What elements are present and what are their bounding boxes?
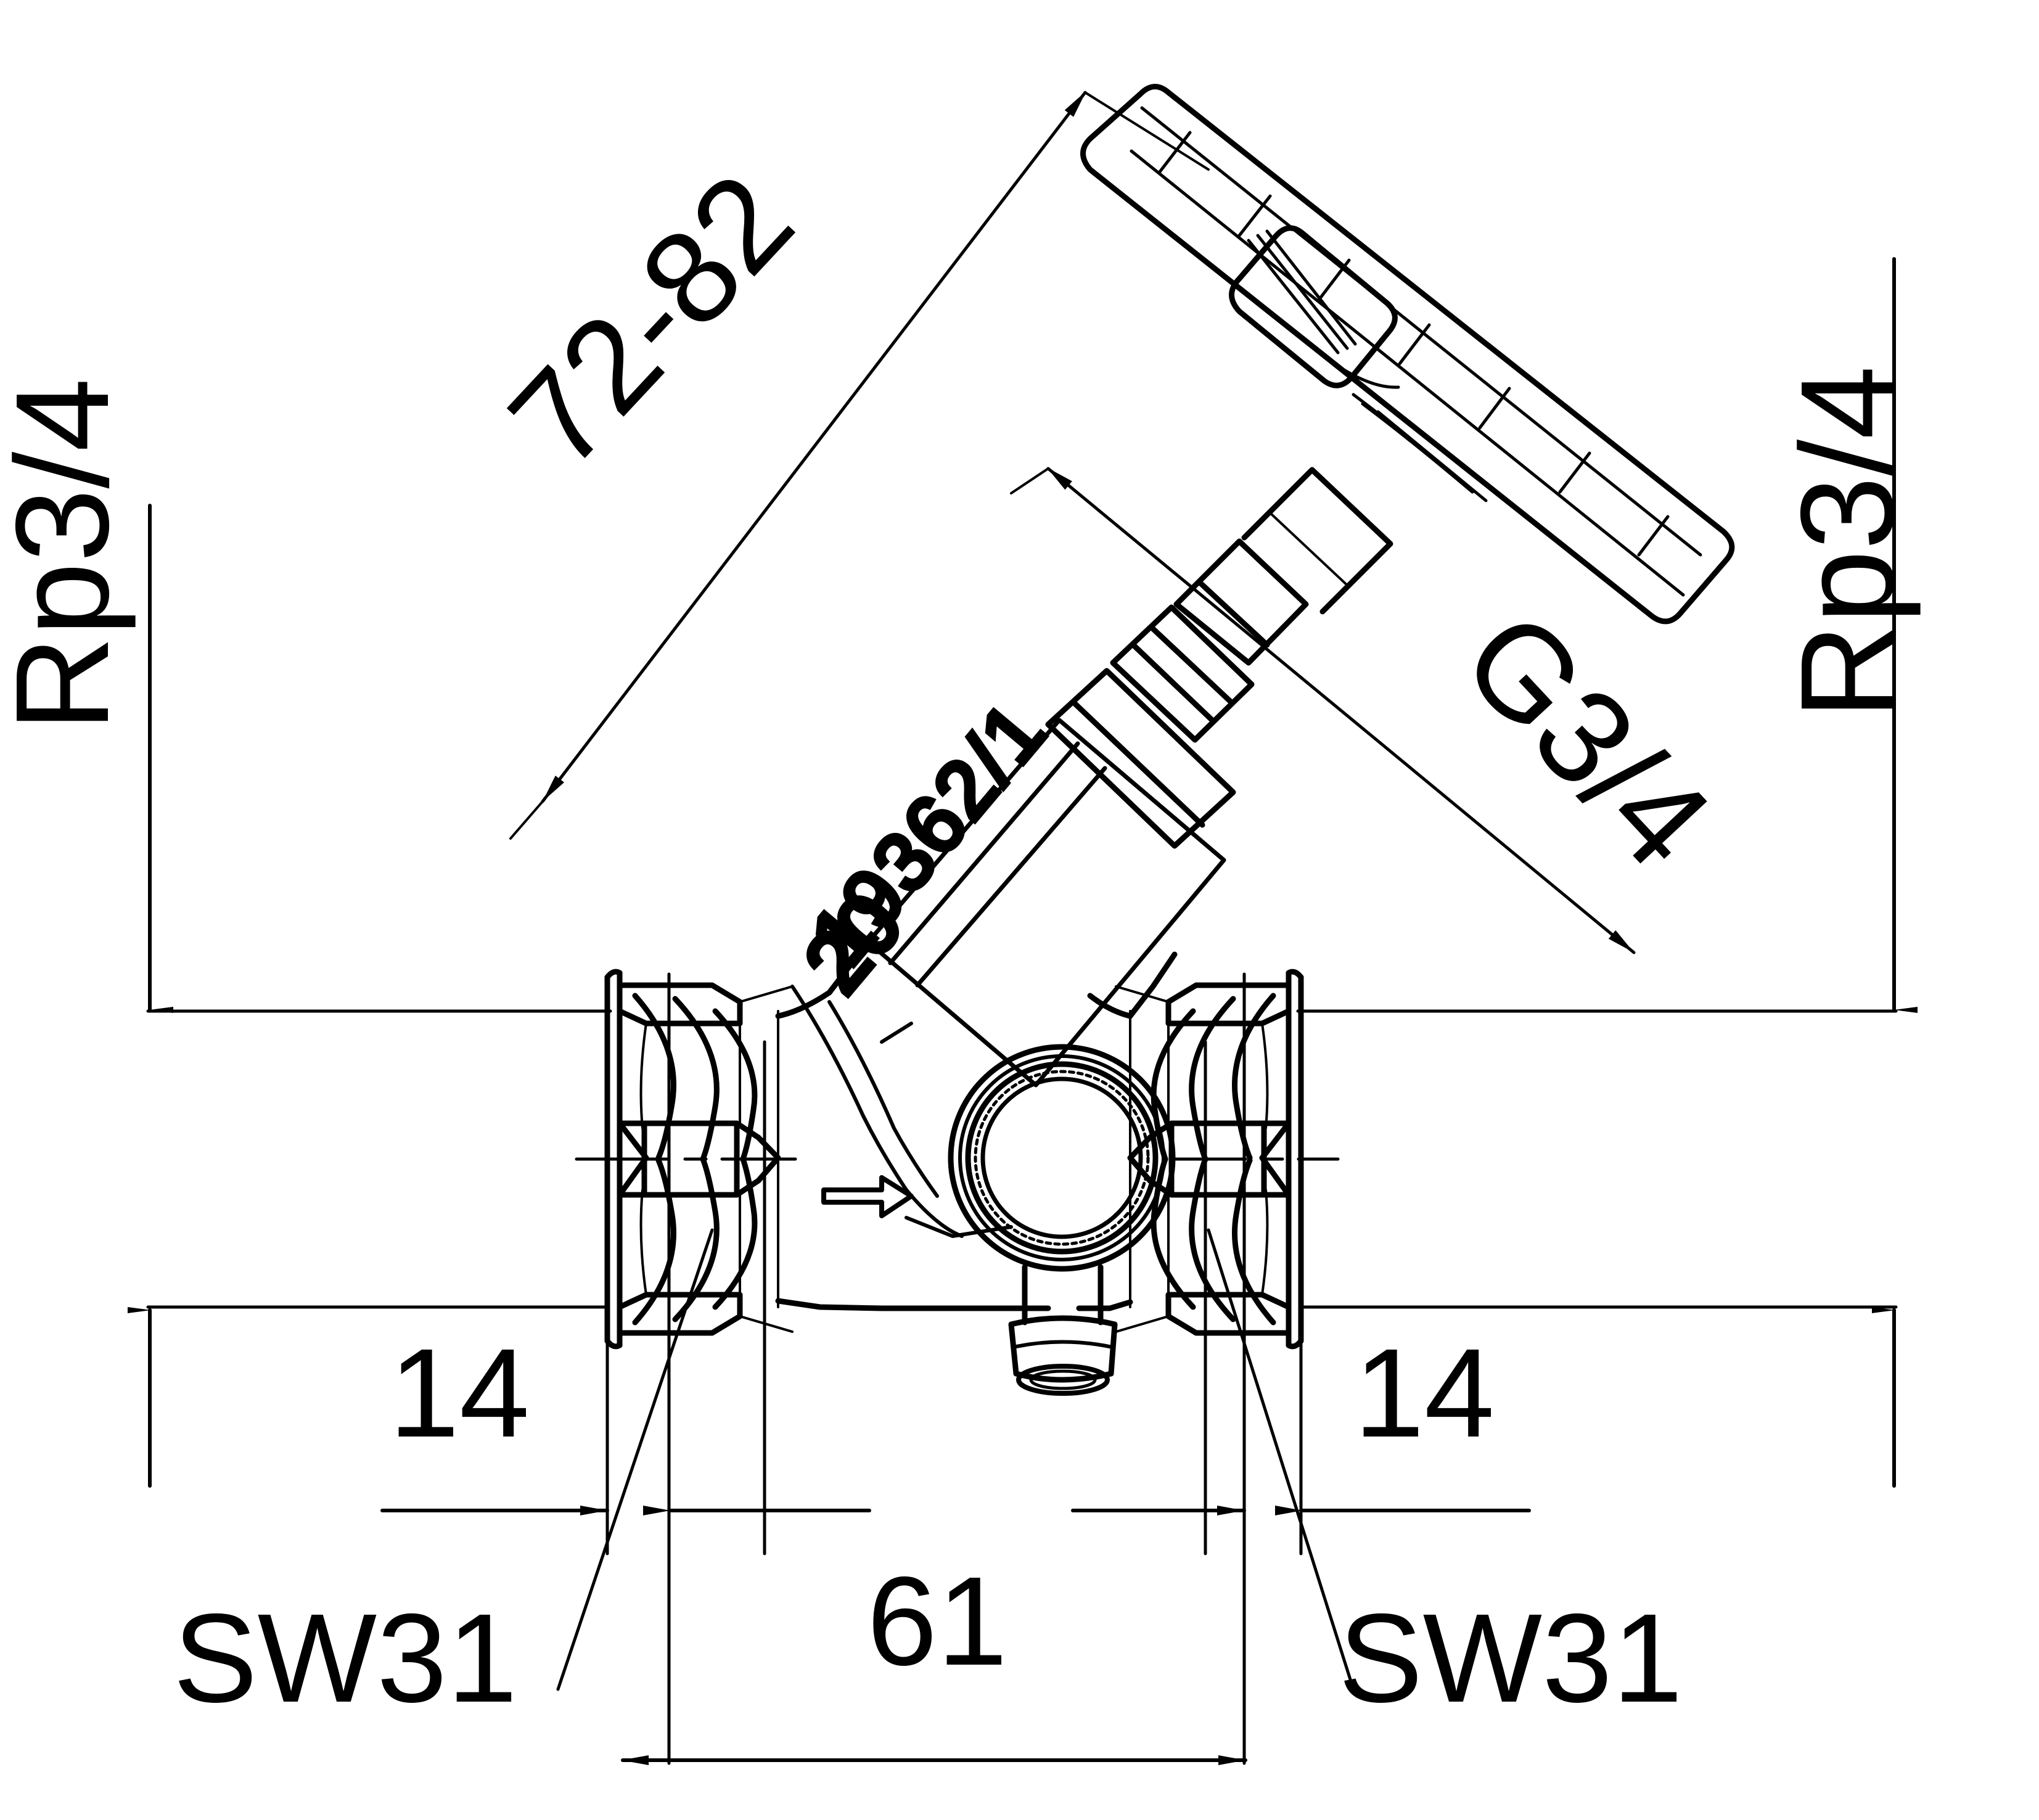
right-port-thin-detail — [1115, 985, 1269, 1333]
label-14-left: 14 — [389, 1322, 530, 1464]
drain-port-assembly — [948, 1044, 1176, 1396]
label-14-right: 14 — [1354, 1322, 1495, 1464]
bonnet-assembly — [1045, 467, 1393, 849]
label-sw31-left: SW31 — [173, 1588, 517, 1729]
dimension-g34 — [1010, 467, 1636, 954]
label-61: 61 — [867, 1551, 1007, 1692]
valve-body-internal — [790, 985, 1013, 1238]
handwheel-lever — [1080, 84, 1735, 625]
dimension-72-82 — [509, 91, 1210, 840]
valve-body-shell — [775, 937, 1178, 1311]
flow-direction-arrow — [821, 1175, 914, 1218]
body-marking-face — [866, 718, 1226, 1088]
label-rp34-left: Rp3/4 — [0, 378, 136, 732]
left-port-thin-detail — [639, 985, 794, 1333]
left-port-assembly — [604, 969, 781, 1350]
label-sw31-right: SW31 — [1339, 1588, 1683, 1729]
label-rp34-right: Rp3/4 — [1773, 366, 1921, 719]
